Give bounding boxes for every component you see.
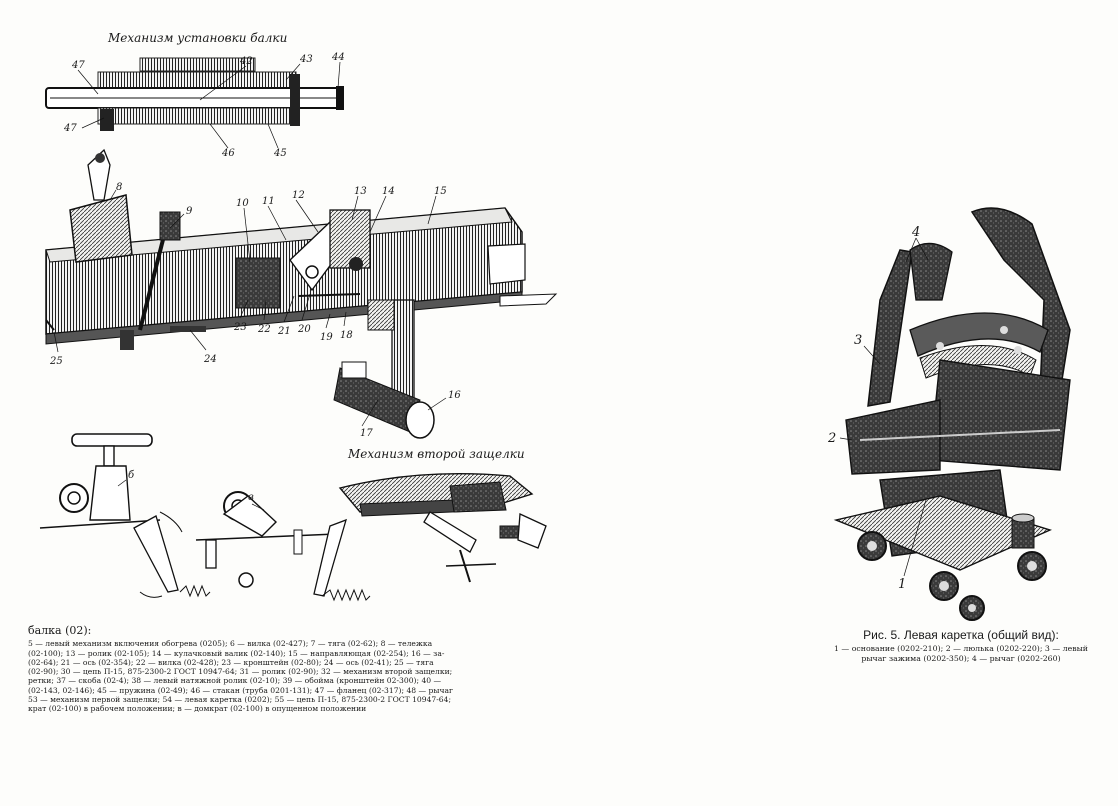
callout-carriage-4: 4 [911,225,920,240]
beam-assembly-drawing: 8 9 10 11 12 13 14 15 25 23 22 21 20 19 … [45,148,558,439]
callout-10: 10 [236,198,249,209]
callout-carriage-2: 2 [827,431,836,446]
callout-carriage-3: 3 [854,333,862,348]
left-caption-line: ретки; 37 — скоба (02-4); 38 — левый нат… [28,676,442,686]
right-caption-line: рычаг зажима (0202-350); 4 — рычаг (0202… [861,653,1061,663]
jack-positions-drawing: б в [39,433,371,602]
callout-22: 22 [257,324,271,335]
callout-42: 42 [239,56,253,67]
right-caption-line: 1 — основание (0202-210); 2 — люлька (02… [833,644,1088,653]
callout-20: 20 [297,324,311,335]
left-caption-line: крат (02-100) в рабочем положении; в — д… [28,704,367,714]
callout-25: 25 [49,356,63,367]
callout-44: 44 [331,52,345,63]
callout-19: 19 [320,332,333,343]
right-figure-caption: Рис. 5. Левая каретка (общий вид): 1 — о… [818,628,1104,663]
callout-12: 12 [292,190,305,201]
callout-23: 23 [233,322,247,333]
left-carriage-drawing: 4 3 2 1 [827,207,1071,621]
left-caption-line: (02-90); 30 — цепь П-15, 875-2300-2 ГОСТ… [28,667,453,677]
second-latch-title: Механизм второй защелки [347,447,525,461]
callout-46: 46 [221,148,235,159]
callout-24: 24 [203,354,217,365]
left-caption-line: 5 — левый механизм включения обогрева (0… [28,639,433,649]
left-caption-line: (02-143, 02-146); 45 — пружина (02-49); … [28,685,453,695]
callout-47-lower: 47 [63,123,77,134]
callout-45: 45 [273,148,287,159]
callout-11: 11 [262,196,275,207]
callout-carriage-1: 1 [898,577,906,592]
left-figure-caption: балка (02): 5 — левый механизм включения… [28,624,520,714]
beam-mechanism-title: Механизм установки балки [107,31,287,45]
left-caption-line: 53 — механизм первой защелки; 54 — левая… [28,695,452,705]
callout-b: б [128,470,135,481]
left-caption-line: (02-100); 13 — ролик (02-105); 14 — кула… [28,648,445,658]
callout-17: 17 [360,428,373,439]
callout-21: 21 [277,326,291,337]
callout-9: 9 [186,206,193,217]
callout-v: в [248,492,254,503]
second-latch-drawing: Механизм второй защелки [338,447,547,583]
callout-13: 13 [354,186,367,197]
callout-8: 8 [116,182,122,193]
callout-18: 18 [340,330,353,341]
callout-15: 15 [434,186,447,197]
callout-16: 16 [448,390,461,401]
left-caption-head: балка (02): [28,624,92,637]
callout-43: 43 [299,54,313,65]
callout-14: 14 [382,186,395,197]
beam-setting-mechanism-drawing: Механизм установки балки 47 42 43 44 47 … [45,31,345,159]
left-caption-line: (02-64); 21 — ось (02-354); 22 — вилка (… [28,657,434,667]
right-caption-head: Рис. 5. Левая каретка (общий вид): [863,628,1059,642]
callout-47: 47 [71,60,85,71]
